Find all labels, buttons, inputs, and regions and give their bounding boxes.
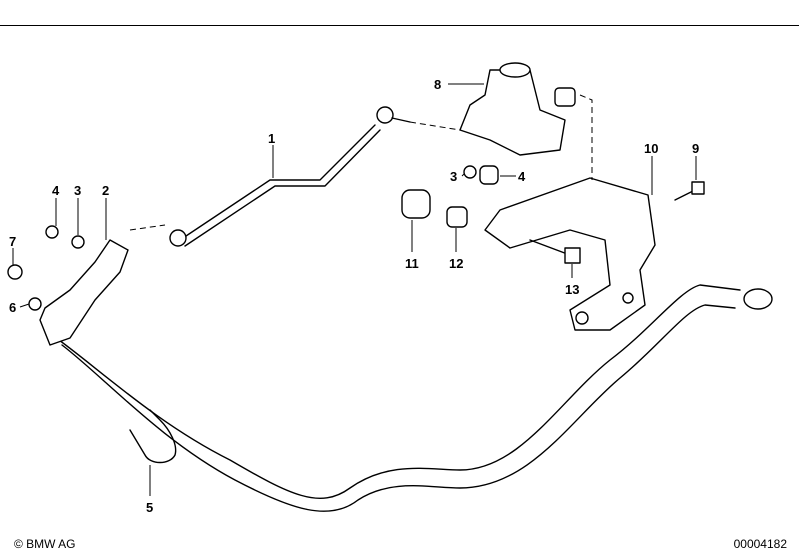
callout-13: 13 [565, 282, 579, 297]
washer [463, 165, 477, 179]
callout-4b: 4 [518, 169, 526, 184]
callout-1: 1 [268, 131, 275, 146]
valve [459, 62, 576, 156]
top-border [0, 25, 799, 26]
stabilizer-bar [44, 284, 773, 512]
callout-3: 3 [74, 183, 81, 198]
link-rod [169, 106, 411, 247]
callout-5: 5 [146, 500, 153, 515]
callout-6: 6 [9, 300, 16, 315]
diagram-number: 00004182 [733, 537, 787, 551]
callout-3b: 3 [450, 169, 457, 184]
callout-12: 12 [449, 256, 463, 271]
callout-11: 11 [405, 256, 419, 271]
callout-10: 10 [644, 141, 658, 156]
bushing [479, 165, 499, 185]
callout-4: 4 [52, 183, 60, 198]
callout-2: 2 [102, 183, 109, 198]
callout-8: 8 [434, 77, 441, 92]
callout-7: 7 [9, 234, 16, 249]
callout-9: 9 [692, 141, 699, 156]
bolt-13 [529, 239, 571, 256]
u-bolt [129, 409, 177, 464]
mounting-bracket [484, 177, 656, 331]
rubber-mount [401, 189, 431, 219]
leader-lines [12, 83, 697, 496]
sleeve [446, 206, 468, 228]
bracket [39, 239, 129, 346]
copyright: © BMW AG [14, 537, 76, 551]
